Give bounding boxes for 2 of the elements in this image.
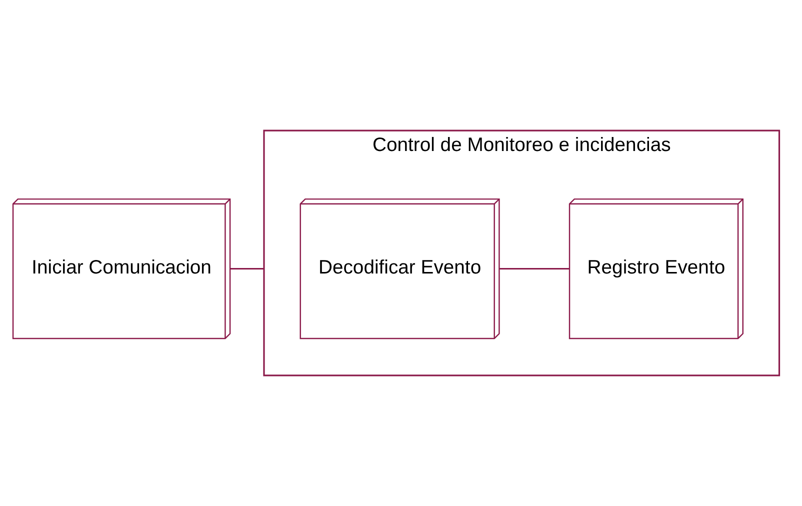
connector	[500, 268, 570, 270]
connector	[230, 268, 264, 270]
